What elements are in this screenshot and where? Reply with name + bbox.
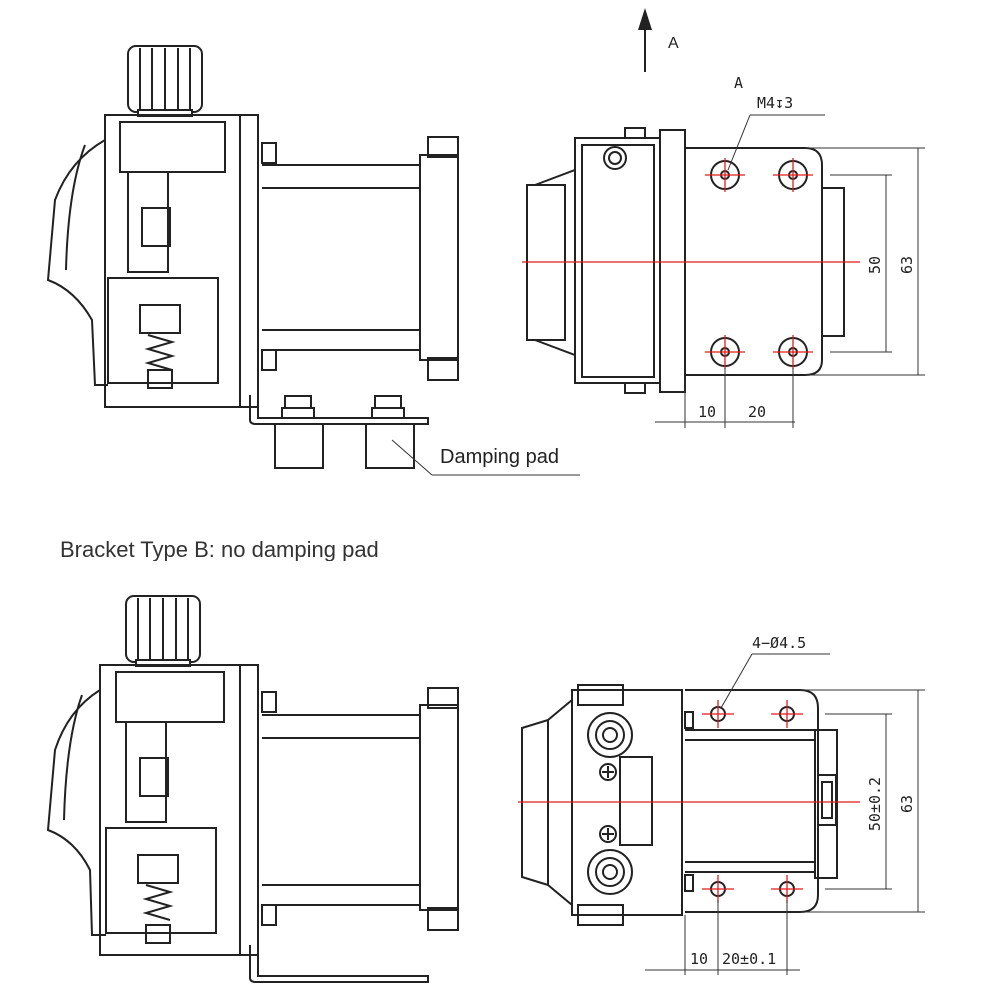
section-b-title: Bracket Type B: no damping pad bbox=[60, 537, 379, 561]
side-view-type-b bbox=[46, 595, 459, 983]
dim-a-10: 10 bbox=[698, 403, 716, 421]
knob-icon bbox=[127, 45, 203, 117]
side-view-type-a bbox=[46, 45, 580, 476]
view-arrow-label: A bbox=[668, 35, 679, 52]
hole-callout-b: 4−Ø4.5 bbox=[752, 634, 806, 652]
dim-b-10: 10 bbox=[690, 950, 708, 968]
dim-b-50: 50±0.2 bbox=[866, 777, 884, 831]
front-view-type-a bbox=[522, 114, 925, 428]
view-arrow-icon bbox=[638, 8, 652, 72]
damping-pad-left bbox=[274, 423, 324, 469]
damping-pad-right bbox=[365, 423, 415, 469]
dim-a-20: 20 bbox=[748, 403, 766, 421]
damping-pad-label: Damping pad bbox=[440, 446, 559, 468]
thread-callout: M4↧3 bbox=[757, 94, 793, 112]
dim-b-63: 63 bbox=[898, 795, 916, 813]
hole-ref-label: A bbox=[734, 74, 743, 92]
dim-b-20: 20±0.1 bbox=[722, 950, 776, 968]
front-view-type-b bbox=[518, 653, 925, 975]
dim-a-63: 63 bbox=[898, 256, 916, 274]
knob-icon bbox=[125, 595, 201, 667]
dim-a-50: 50 bbox=[866, 256, 884, 274]
